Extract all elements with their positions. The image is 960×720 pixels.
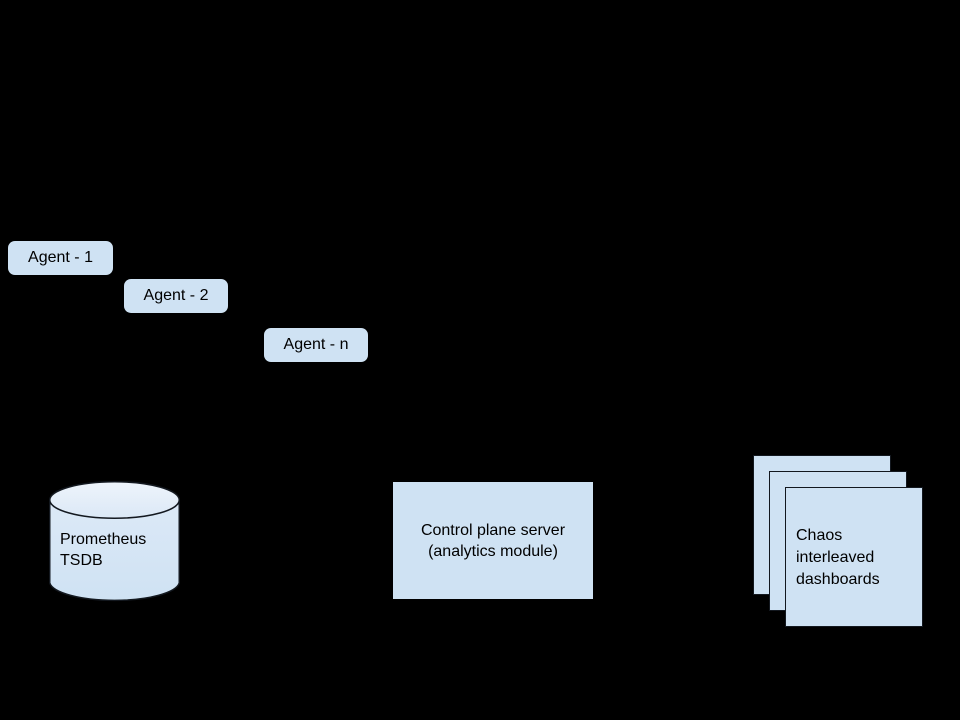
agent-node-2[interactable]: Agent - 2 (124, 279, 228, 313)
agent-node-1-label: Agent - 1 (28, 249, 93, 266)
prometheus-tsdb-label: Prometheus TSDB (60, 531, 147, 569)
control-plane-server-label: Control plane server (analytics module) (420, 521, 566, 560)
prometheus-tsdb-node[interactable]: Prometheus TSDB (49, 481, 180, 602)
chaos-dashboards-label: Chaos interleaved dashboards (796, 527, 880, 588)
chaos-dashboards-node[interactable]: Chaos interleaved dashboards (753, 455, 923, 628)
cylinder-icon (49, 481, 180, 602)
agent-node-1[interactable]: Agent - 1 (8, 241, 113, 275)
control-plane-server-node[interactable]: Control plane server (analytics module) (393, 482, 593, 599)
agent-node-n[interactable]: Agent - n (264, 328, 368, 362)
agent-node-n-label: Agent - n (283, 336, 349, 353)
dashboard-panel-front[interactable] (785, 487, 923, 627)
agent-node-2-label: Agent - 2 (143, 287, 209, 304)
